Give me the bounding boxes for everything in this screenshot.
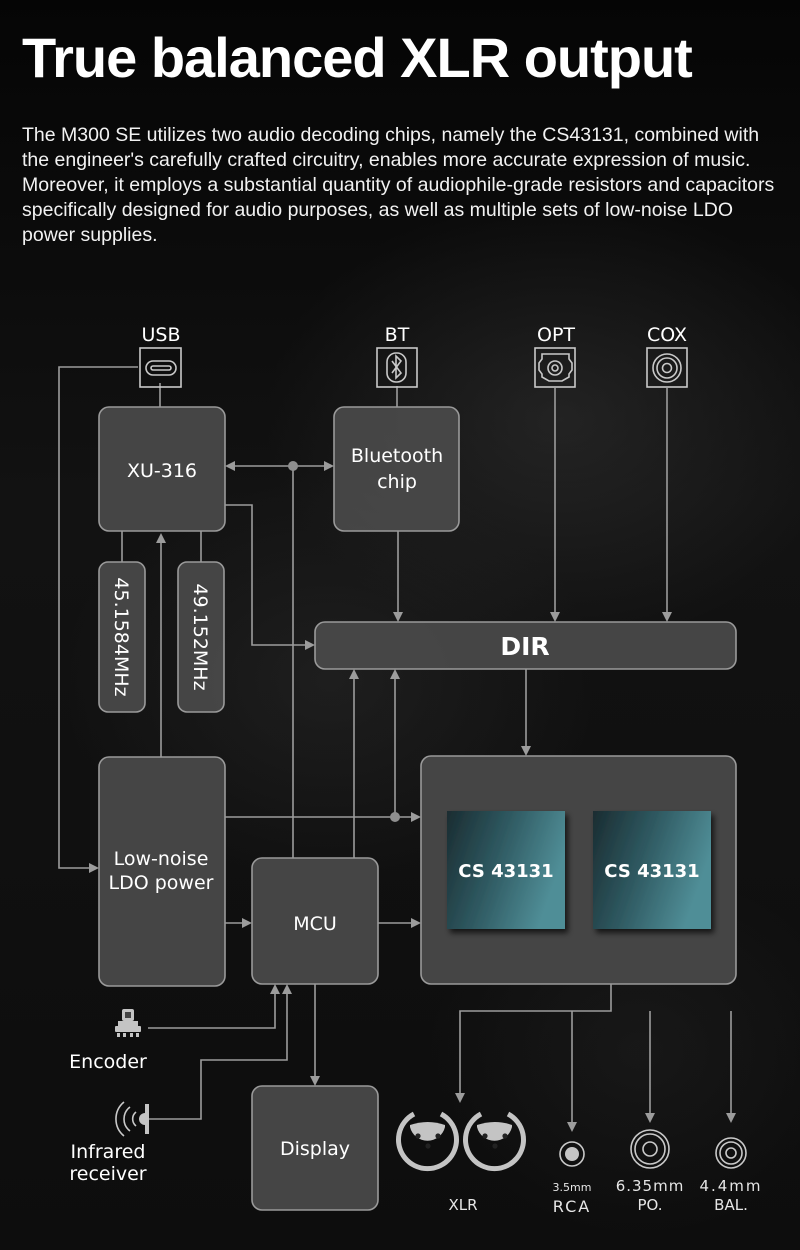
wires [58,366,732,1123]
input-label-cox: COX [647,324,687,346]
input-label-bt: BT [385,324,410,346]
infrared-label-line2: receiver [69,1163,146,1185]
arrow-xu-into-dir [305,640,315,650]
coaxial-port-icon [652,353,682,383]
wire-xu316-dir [225,504,307,646]
bluetooth-chip-label-line1: Bluetooth [351,445,443,467]
encoder-label: Encoder [69,1051,147,1073]
encoder: Encoder [69,1009,147,1073]
6-35mm-jack-icon [630,1129,670,1169]
bluetooth-chip-label-line2: chip [377,471,417,493]
bt-port-frame [376,347,418,388]
input-opt: OPT [534,324,576,388]
block-dir: DIR [314,621,737,670]
arrow-mcu-into-dac [411,918,421,928]
block-ldo-power: Low-noise LDO power [98,756,226,987]
block-clock-49mhz: 49.152MHz [177,561,225,713]
xu316-label: XU-316 [127,460,197,482]
arrow-ldo-into-mcu [242,918,252,928]
xlr-connector-icon [396,1111,459,1172]
mcu-label: MCU [293,913,337,935]
output-bal: 4.4mm BAL. [699,1137,762,1214]
rca-size-label: 3.5mm [553,1181,592,1194]
cox-port-frame [646,347,688,388]
xlr-label: XLR [448,1196,477,1214]
junction-dot [288,461,298,471]
output-rca: 3.5mm RCA [553,1141,592,1216]
arrow-encoder-into-mcu [270,984,280,994]
input-usb: USB [139,324,182,388]
arrow-into-po [645,1113,655,1123]
arrow-opt-into-dir [550,612,560,622]
output-po: 6.35mm PO. [616,1129,685,1214]
block-clock-45mhz: 45.1584MHz [98,561,146,713]
ldo-label-line2: LDO power [109,872,214,894]
arrow-ldo-into-xu316 [156,533,166,543]
arrow-btchip-into-dir [393,612,403,622]
opt-port-frame [534,347,576,388]
block-bluetooth-chip: Bluetooth chip [333,406,460,532]
arrowheads [89,461,736,1132]
display-label: Display [280,1138,350,1160]
encoder-icon [115,1009,141,1037]
block-mcu: MCU [251,857,379,985]
wire-ir-mcu [148,993,288,1120]
input-label-usb: USB [141,324,180,346]
junction-dot [390,812,400,822]
bluetooth-icon [386,352,407,383]
input-label-opt: OPT [537,324,575,346]
arrow-mcu-into-display [310,1076,320,1086]
dac-chip-2: CS 43131 [593,811,711,929]
dac-chip-2-label: CS 43131 [604,861,699,882]
infrared-icon [115,1101,149,1137]
rca-label: RCA [553,1197,591,1216]
block-display: Display [251,1085,379,1211]
arrow-dir-into-dac [521,746,531,756]
arrow-into-xlr [455,1093,465,1103]
block-dac: CS 43131 CS 43131 [420,755,737,985]
arrow-ldo-into-dir [390,669,400,679]
clock-45mhz-label: 45.1584MHz [110,577,132,696]
arrow-into-btchip-left [324,461,334,471]
rca-jack-icon [559,1141,585,1167]
ldo-label-line1: Low-noise [114,848,209,870]
xlr-connector-icon [463,1111,526,1172]
arrow-ldo-into-dac [411,812,421,822]
usb-c-icon [145,360,177,376]
bal-size-label: 4.4mm [699,1177,762,1195]
dac-chip-1: CS 43131 [447,811,565,929]
po-size-label: 6.35mm [616,1177,685,1195]
infrared-receiver: Infrared receiver [69,1101,149,1185]
wire-dac-outputs [459,984,612,1095]
arrow-into-xu316-right [225,461,235,471]
wire-encoder-mcu [148,993,276,1029]
infrared-label-line1: Infrared [71,1141,146,1163]
bal-label: BAL. [714,1196,748,1214]
dir-label: DIR [500,632,549,661]
input-cox: COX [646,324,688,388]
input-bt: BT [376,324,418,388]
optical-port-icon [538,353,573,382]
po-label: PO. [637,1196,662,1214]
4-4mm-jack-icon [715,1137,747,1169]
page-title: True balanced XLR output [22,26,693,89]
arrow-into-ldo-left [89,863,99,873]
arrow-ir-into-mcu [282,984,292,994]
clock-49mhz-label: 49.152MHz [189,583,211,690]
usb-port-frame [139,347,182,388]
dac-chip-1-label: CS 43131 [458,861,553,882]
arrow-mcu-into-dir [349,669,359,679]
output-xlr: XLR [396,1111,526,1214]
block-xu316: XU-316 [98,406,226,532]
arrow-into-bal [726,1113,736,1123]
arrow-into-rca [567,1122,577,1132]
wire-usb-ldo [58,366,138,869]
arrow-cox-into-dir [662,612,672,622]
description-text: The M300 SE utilizes two audio decoding … [22,124,775,246]
